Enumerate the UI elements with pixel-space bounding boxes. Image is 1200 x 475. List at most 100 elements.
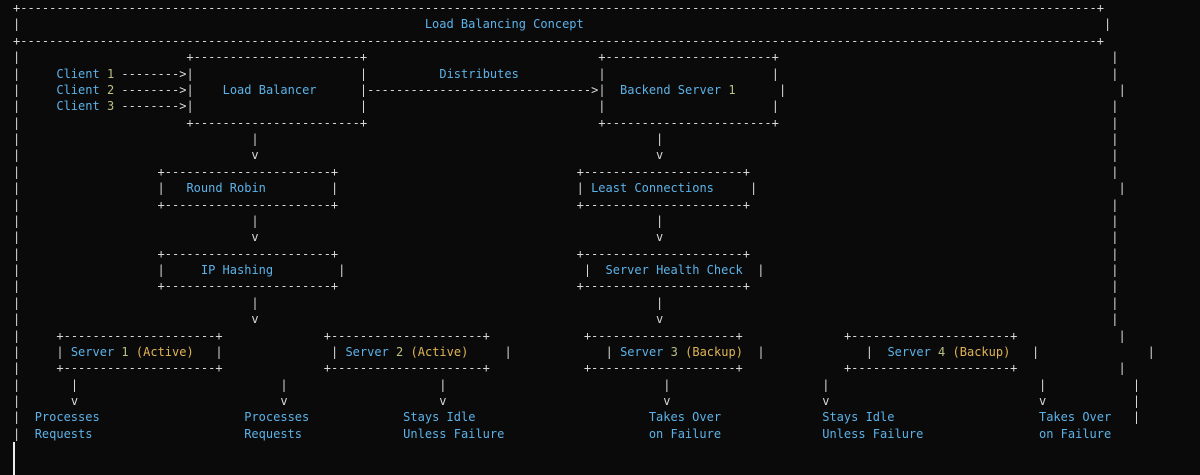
terminal-row: | Client 3 -------->| | | | | (13, 98, 1155, 114)
diagram-structure: + (735, 361, 743, 376)
diagram-structure: + (771, 50, 779, 65)
diagram-structure: + (157, 246, 165, 261)
diagram-structure: + (215, 361, 223, 376)
diagram-structure: | (13, 148, 21, 163)
diagram-structure: | (13, 426, 21, 441)
diagram-structure: + (186, 115, 194, 130)
diagram-structure: + (56, 328, 64, 343)
diagram-structure: | (1111, 132, 1119, 146)
diagram-label: 4 (938, 344, 946, 359)
diagram-structure: | (1111, 164, 1119, 179)
terminal-row: | | Server 1 (Active) | | Server 2 (Acti… (13, 344, 1155, 360)
diagram-structure: v (1038, 394, 1047, 408)
diagram-structure: | (13, 394, 21, 408)
terminal-row: | v v | (13, 147, 1155, 163)
diagram-label: Client (56, 82, 100, 97)
diagram-structure: + (330, 164, 339, 179)
diagram-label: 2 (396, 344, 404, 359)
diagram-label: Takes Over (1038, 410, 1112, 425)
diagram-structure: | (157, 263, 165, 277)
diagram-structure: | (13, 82, 21, 97)
diagram-label: 2 (106, 82, 115, 97)
diagram-structure: + (1010, 328, 1018, 343)
terminal-row (13, 442, 1155, 458)
diagram-structure: + (330, 246, 339, 261)
diagram-structure: | (1111, 66, 1119, 81)
diagram-label: Requests (34, 426, 93, 441)
diagram-label: Backend Server (620, 82, 722, 97)
diagram-label: on Failure (648, 426, 722, 441)
terminal-row: | | | | (13, 213, 1155, 229)
diagram-structure: --------------------- (63, 361, 216, 376)
terminal-row: | +-----------------------+ +-----------… (13, 278, 1155, 294)
diagram-structure: | (13, 377, 21, 392)
diagram-structure: | (251, 213, 259, 228)
diagram-label: Processes (34, 410, 100, 425)
diagram-structure: | (13, 213, 21, 228)
diagram-structure: | (1103, 17, 1112, 32)
diagram-label: 1 (728, 82, 736, 97)
diagram-structure: + (583, 328, 592, 343)
terminal-row: | Requests Requests Unless Failure on Fa… (13, 426, 1155, 442)
diagram-structure: ----------------------- (605, 50, 772, 65)
diagram-structure: + (186, 50, 194, 65)
diagram-structure: ------------------------------- (367, 82, 592, 97)
diagram-structure: ---------------------- (851, 328, 1011, 343)
terminal-row: | | | | (13, 131, 1155, 147)
diagram-structure: | (598, 66, 606, 81)
diagram-structure: v (656, 312, 664, 327)
diagram-label: Takes Over (648, 410, 722, 425)
diagram-structure: ---------------------- (583, 164, 743, 179)
diagram-structure: + (359, 50, 368, 65)
diagram-structure: | (656, 295, 664, 310)
diagram-structure: | (1111, 50, 1119, 65)
diagram-structure: | (359, 82, 368, 97)
terminal-cursor[interactable] (13, 442, 15, 475)
diagram-label: Client (56, 99, 100, 114)
diagram-structure: | (1111, 213, 1119, 228)
terminal-row: | v v | (13, 229, 1155, 245)
diagram-structure: + (56, 361, 64, 376)
diagram-structure: + (843, 328, 852, 343)
diagram-structure: + (482, 328, 490, 343)
diagram-structure: | (13, 361, 21, 376)
diagram-structure: | (757, 263, 765, 277)
terminal-row: | v v | (13, 311, 1155, 327)
diagram-structure: + (742, 279, 750, 294)
diagram-structure: -------------------- (591, 361, 736, 376)
diagram-structure: | (778, 82, 787, 97)
diagram-structure: > (179, 66, 187, 81)
diagram-structure: | (13, 410, 21, 425)
diagram-structure: | (13, 230, 21, 245)
diagram-structure: | (157, 181, 165, 196)
diagram-structure: + (359, 115, 368, 130)
diagram-structure: > (179, 99, 187, 114)
diagram-structure: | (1111, 99, 1119, 114)
diagram-structure: -------- (121, 99, 180, 114)
diagram-label: (Active) (410, 344, 469, 359)
diagram-structure: | (1118, 181, 1126, 196)
diagram-structure: + (1010, 361, 1018, 376)
diagram-structure: ----------------------- (605, 115, 772, 130)
diagram-structure: | (1118, 328, 1126, 343)
diagram-structure: | (1038, 377, 1047, 392)
diagram-label: Stays Idle (822, 410, 895, 425)
diagram-structure: | (13, 197, 21, 212)
diagram-structure: | (656, 132, 664, 146)
diagram-structure: + (598, 115, 606, 130)
diagram-label: Distributes (439, 66, 519, 81)
diagram-structure: ---------------------- (851, 361, 1011, 376)
diagram-structure: | (1032, 344, 1040, 359)
diagram-structure: v (663, 394, 671, 408)
diagram-structure: ---------------------- (583, 279, 743, 294)
diagram-label: Server (345, 344, 389, 359)
diagram-structure: | (186, 99, 194, 114)
terminal-row (13, 459, 1155, 475)
diagram-structure: + (576, 164, 584, 179)
diagram-structure: ---------------------- (583, 246, 743, 261)
diagram-structure: | (13, 99, 21, 114)
diagram-label: (Backup) (952, 344, 1011, 359)
diagram-structure: | (1118, 361, 1126, 376)
terminal-row: | Processes Processes Stays Idle Takes O… (13, 409, 1155, 425)
